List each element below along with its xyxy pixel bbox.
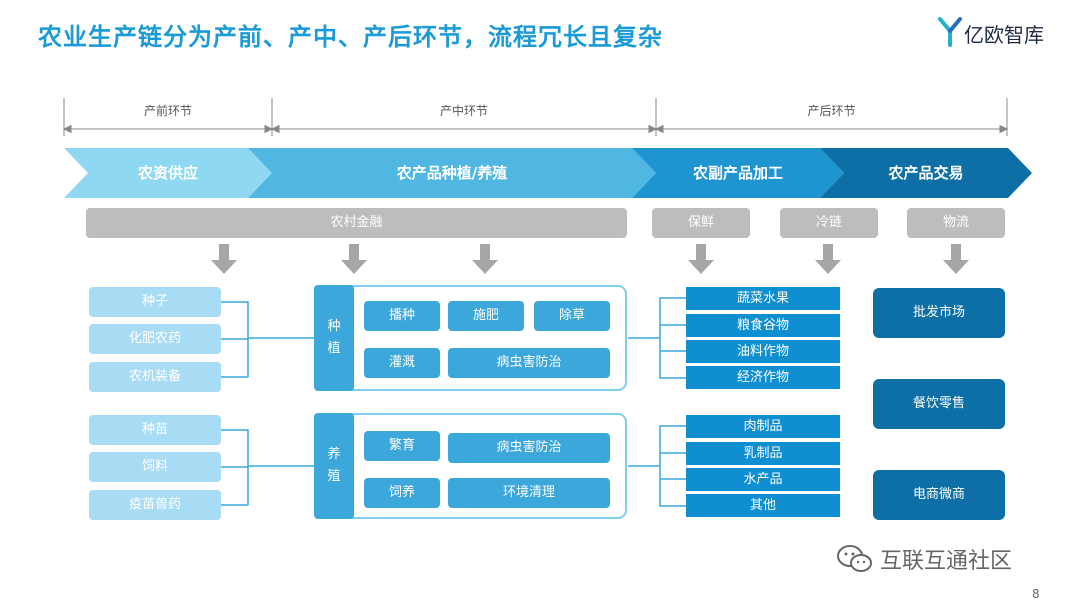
stage-label-pre: 产前环节 xyxy=(143,104,192,118)
stage-label-mid: 产中环节 xyxy=(439,104,488,118)
watermark: 互联互通社区 xyxy=(836,543,1012,575)
down-arrow-icon xyxy=(341,244,367,274)
post-item-oil-crops: 油料作物 xyxy=(686,340,840,363)
pre-item-vaccine: 疫苗兽药 xyxy=(89,490,221,520)
chain-segment-processing xyxy=(632,148,844,198)
stage-label-post: 产后环节 xyxy=(807,104,856,118)
chain-label-production: 农产品种植/养殖 xyxy=(396,164,508,182)
breeding-item-disease-control: 病虫害防治 xyxy=(448,433,610,463)
planting-label: 种植 xyxy=(314,285,354,391)
post-item-meat: 肉制品 xyxy=(686,415,840,438)
logo-mark-icon xyxy=(938,17,962,47)
post-item-dairy: 乳制品 xyxy=(686,442,840,465)
chat-bubbles-icon xyxy=(837,545,872,572)
planting-item-irrigation: 灌溉 xyxy=(364,348,440,378)
brand-logo: 亿欧智库 xyxy=(938,17,1058,47)
down-arrow-icon xyxy=(211,244,237,274)
connector-lines xyxy=(221,297,686,507)
chain-segment-trade xyxy=(820,148,1032,198)
planting-item-sowing: 播种 xyxy=(364,301,440,331)
pre-item-seed: 种子 xyxy=(89,287,221,317)
planting-item-fertilizing: 施肥 xyxy=(448,301,524,331)
market-catering-retail: 餐饮零售 xyxy=(873,379,1005,429)
page-number: 8 xyxy=(1032,587,1040,601)
pre-item-fertilizer: 化肥农药 xyxy=(89,324,221,354)
down-arrow-icon xyxy=(472,244,498,274)
post-item-grains: 粮食谷物 xyxy=(686,314,840,337)
breeding-item-reproduction: 繁育 xyxy=(364,431,440,461)
page-title: 农业生产链分为产前、产中、产后环节，流程冗长且复杂 xyxy=(38,23,663,51)
support-logistics: 物流 xyxy=(907,208,1005,238)
post-item-aquatic: 水产品 xyxy=(686,468,840,491)
down-arrow-icon xyxy=(815,244,841,274)
watermark-text: 互联互通社区 xyxy=(880,549,1013,574)
pre-item-feed: 饲料 xyxy=(89,452,221,482)
post-item-cash-crops: 经济作物 xyxy=(686,366,840,389)
logo-text: 亿欧智库 xyxy=(964,23,1044,47)
value-chain: 农资供应 农产品种植/养殖 农副产品加工 农产品交易 xyxy=(0,148,1080,198)
chain-segment-production xyxy=(248,148,656,198)
chain-label-trade: 农产品交易 xyxy=(888,164,964,182)
chain-segment-supply xyxy=(64,148,272,198)
stage-brackets xyxy=(62,98,1009,136)
support-preservation: 保鲜 xyxy=(652,208,750,238)
pre-item-seedling: 种苗 xyxy=(89,415,221,445)
chain-label-processing: 农副产品加工 xyxy=(692,164,783,182)
breeding-item-feeding: 饲养 xyxy=(364,478,440,508)
chain-label-supply: 农资供应 xyxy=(137,164,198,182)
breeding-label: 养殖 xyxy=(314,413,354,519)
down-arrow-icon xyxy=(943,244,969,274)
post-item-other: 其他 xyxy=(686,494,840,517)
down-arrow-icon xyxy=(688,244,714,274)
post-item-vegetables-fruits: 蔬菜水果 xyxy=(686,287,840,310)
planting-item-pest-control: 病虫害防治 xyxy=(448,348,610,378)
pre-item-machinery: 农机装备 xyxy=(89,362,221,392)
support-cold-chain: 冷链 xyxy=(780,208,878,238)
support-rural-finance: 农村金融 xyxy=(86,208,627,238)
market-wholesale: 批发市场 xyxy=(873,288,1005,338)
market-ecommerce: 电商微商 xyxy=(873,470,1005,520)
breeding-item-cleaning: 环境清理 xyxy=(448,478,610,508)
planting-item-weeding: 除草 xyxy=(534,301,610,331)
